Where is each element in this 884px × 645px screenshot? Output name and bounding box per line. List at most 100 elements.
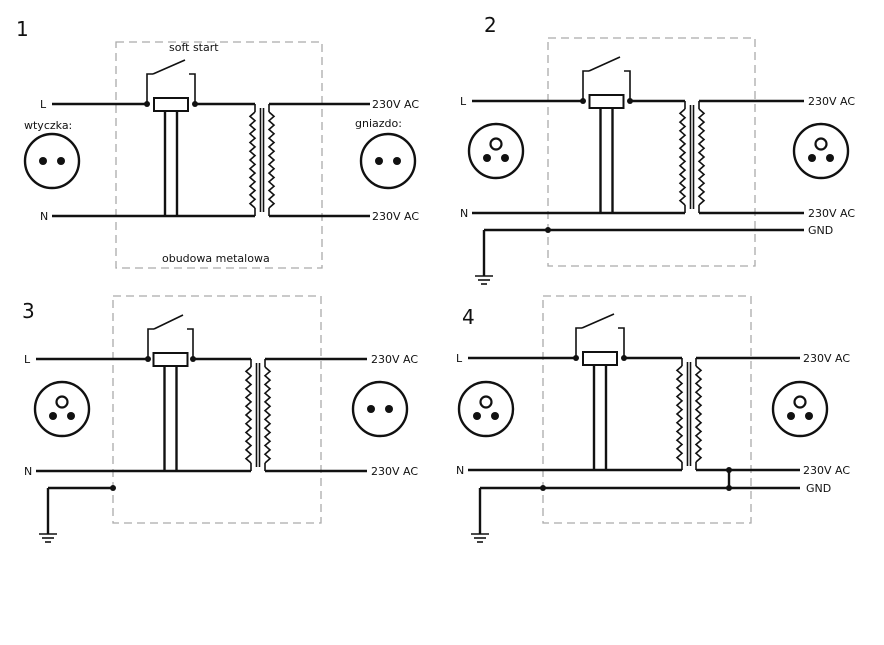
output-voltage-label-bottom: 230V AC <box>808 207 855 220</box>
soft-start-resistor <box>588 94 625 109</box>
panel-number: 2 <box>484 13 497 37</box>
panel-3: 3L N 230V AC 230V AC <box>22 295 418 543</box>
socket-symbol-ring <box>771 380 829 438</box>
secondary-winding <box>263 366 272 464</box>
enclosure-ground-node <box>540 485 546 491</box>
plug-symbol-ground-pin <box>55 395 69 409</box>
primary-winding <box>678 108 687 206</box>
switch-node-right <box>621 355 627 361</box>
bypass-contact-right <box>624 70 631 101</box>
socket-symbol-ring <box>792 122 850 180</box>
socket-symbol-pin-right <box>385 405 393 413</box>
soft-start-resistor <box>582 351 618 366</box>
neutral-label: N <box>40 210 48 223</box>
earth-symbol <box>475 275 493 285</box>
output-voltage-label-bottom: 230V AC <box>372 210 419 223</box>
gnd-label: GND <box>806 482 831 495</box>
panel-number: 4 <box>462 305 475 329</box>
output-voltage-label-bottom: 230V AC <box>371 465 418 478</box>
soft-start-label: soft start <box>169 41 219 54</box>
soft-start-resistor <box>152 352 189 367</box>
socket-symbol-ground-pin <box>793 395 807 409</box>
switch-node-right <box>190 356 196 362</box>
panel-number: 1 <box>16 17 29 41</box>
plug-symbol-pin-left <box>473 412 481 420</box>
secondary-winding <box>697 108 706 206</box>
metal-enclosure <box>542 295 752 524</box>
plug-symbol-pin-right <box>491 412 499 420</box>
metal-enclosure <box>547 37 756 267</box>
gnd-label: GND <box>808 224 833 237</box>
neutral-label: N <box>24 465 32 478</box>
plug-symbol <box>457 380 515 438</box>
socket-label: gniazdo: <box>355 117 402 130</box>
phase-label: L <box>456 352 463 365</box>
plug-symbol-ring <box>467 122 525 180</box>
socket-symbol-ground-pin <box>814 137 828 151</box>
bypass-contact-blade <box>588 56 621 72</box>
plug-symbol-pin-left <box>39 157 47 165</box>
socket-symbol-pin-left <box>808 154 816 162</box>
neutral-label: N <box>456 464 464 477</box>
bypass-contact-left <box>147 328 154 359</box>
earth-symbol <box>39 533 57 543</box>
bypass-contact-right <box>189 73 196 104</box>
socket-symbol-pin-left <box>375 157 383 165</box>
socket-symbol-pin-right <box>805 412 813 420</box>
switch-node-right <box>627 98 633 104</box>
output-voltage-label-top: 230V AC <box>372 98 419 111</box>
bond-node-neutral <box>726 467 732 473</box>
plug-symbol <box>33 380 91 438</box>
bypass-contact-right <box>618 327 625 358</box>
plug-symbol <box>23 132 81 190</box>
socket-symbol <box>792 122 850 180</box>
socket-symbol-ring <box>359 132 417 190</box>
switch-node-left <box>580 98 586 104</box>
plug-symbol-ground-pin <box>479 395 493 409</box>
enclosure-ground-node <box>545 227 551 233</box>
switch-node-left <box>145 356 151 362</box>
plug-label: wtyczka: <box>24 119 72 132</box>
enclosure-ground-node <box>110 485 116 491</box>
bypass-contact-right <box>187 328 194 359</box>
secondary-winding <box>267 111 276 209</box>
output-voltage-label-top: 230V AC <box>808 95 855 108</box>
bypass-contact-left <box>146 73 153 104</box>
secondary-winding <box>694 365 703 463</box>
socket-symbol <box>771 380 829 438</box>
socket-symbol-pin-right <box>393 157 401 165</box>
enclosure-label: obudowa metalowa <box>162 252 270 265</box>
output-voltage-label-top: 230V AC <box>803 352 850 365</box>
socket-symbol <box>359 132 417 190</box>
panel-number: 3 <box>22 299 35 323</box>
plug-symbol-ring <box>457 380 515 438</box>
plug-symbol-ring <box>33 380 91 438</box>
metal-enclosure <box>112 295 322 524</box>
plug-symbol-pin-right <box>501 154 509 162</box>
primary-winding <box>244 366 253 464</box>
switch-node-right <box>192 101 198 107</box>
plug-symbol-pin-left <box>49 412 57 420</box>
primary-winding <box>248 111 257 209</box>
plug-symbol <box>467 122 525 180</box>
bypass-contact-left <box>575 327 582 358</box>
plug-symbol-pin-right <box>67 412 75 420</box>
phase-label: L <box>24 353 31 366</box>
socket-symbol-ring <box>351 380 409 438</box>
neutral-label: N <box>460 207 468 220</box>
primary-winding <box>675 365 684 463</box>
output-voltage-label-top: 230V AC <box>371 353 418 366</box>
plug-symbol-ground-pin <box>489 137 503 151</box>
metal-enclosure <box>115 41 323 269</box>
bond-node-ground <box>726 485 732 491</box>
socket-symbol-pin-left <box>787 412 795 420</box>
switch-node-left <box>573 355 579 361</box>
socket-symbol-pin-left <box>367 405 375 413</box>
socket-symbol <box>351 380 409 438</box>
plug-symbol-pin-right <box>57 157 65 165</box>
bypass-contact-blade <box>581 313 615 329</box>
socket-symbol-pin-right <box>826 154 834 162</box>
